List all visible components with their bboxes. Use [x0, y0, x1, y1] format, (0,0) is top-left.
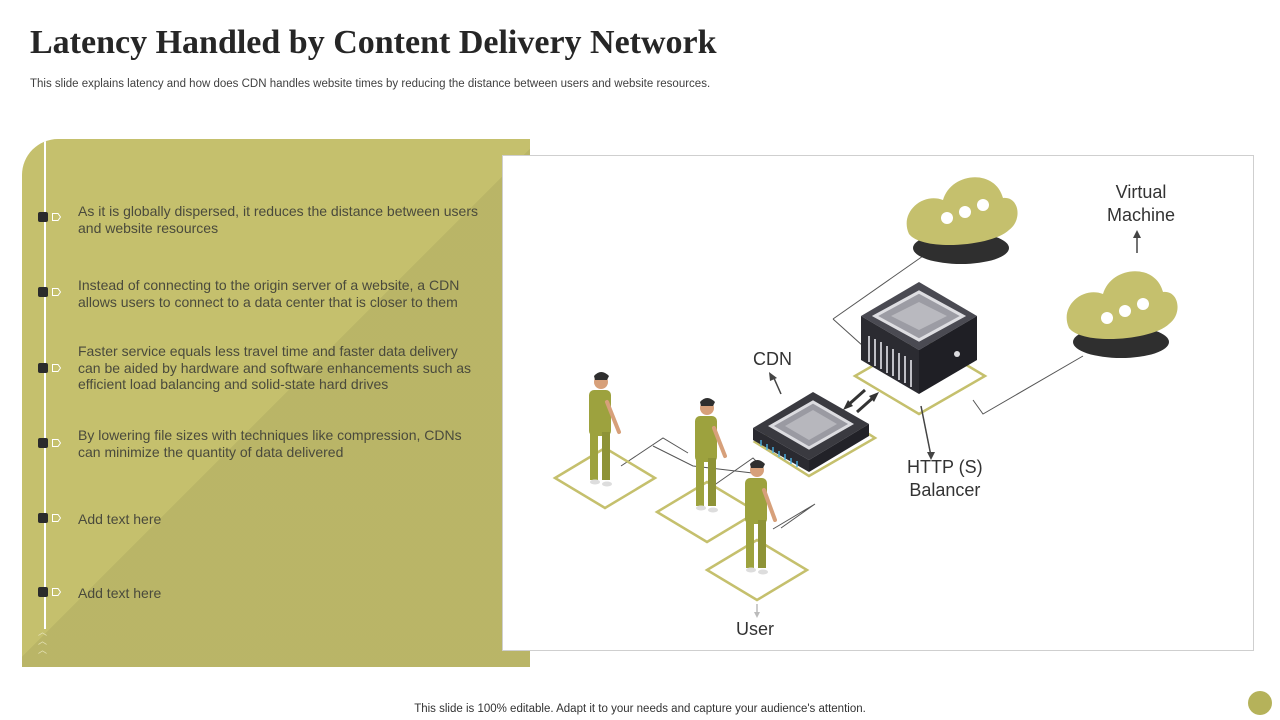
slide-subtitle: This slide explains latency and how does… [30, 78, 711, 90]
panel-timeline-line [44, 139, 46, 629]
corner-dot-icon [1248, 691, 1272, 715]
tag-icon [52, 588, 61, 596]
info-panel: ︿ ︿ ︿ As it is globally dispersed, it re… [22, 139, 530, 667]
cdn-label: CDN [753, 349, 792, 369]
bullet-square-icon [38, 363, 48, 373]
cdn-diagram: CDN HTTP (S) Balancer Virtual Machine Us… [502, 155, 1254, 651]
chevron-up-icon: ︿ [38, 637, 48, 647]
tag-icon [52, 514, 61, 522]
person-icon [745, 460, 777, 575]
person-icon [695, 398, 727, 513]
server-icon [861, 282, 977, 394]
list-item-text: Add text here [78, 585, 162, 601]
bullet-square-icon [38, 587, 48, 597]
list-item-text: As it is globally dispersed, it reduces … [78, 203, 478, 236]
chevron-up-icon: ︿ [38, 628, 48, 638]
balancer-label: HTTP (S) Balancer [907, 457, 983, 500]
bullet-square-icon [38, 438, 48, 448]
bullet-square-icon [38, 287, 48, 297]
tag-icon [52, 213, 61, 221]
user-label: User [736, 619, 775, 639]
bullet-square-icon [38, 212, 48, 222]
list-item-text: Faster service equals less travel time a… [78, 343, 472, 392]
tag-icon [52, 439, 61, 447]
label-arrows [754, 230, 1141, 618]
cloud-icon [906, 177, 1018, 264]
cdn-chip-icon [753, 392, 869, 472]
list-item-text: By lowering file sizes with techniques l… [78, 427, 462, 460]
bullet-square-icon [38, 513, 48, 523]
list-item-text: Instead of connecting to the origin serv… [78, 277, 460, 310]
virtual-machine-label: Virtual Machine [1107, 182, 1176, 225]
arrow-icon [846, 388, 876, 414]
list-item-text: Add text here [78, 511, 162, 527]
slide-footer: This slide is 100% editable. Adapt it to… [414, 703, 866, 715]
diagram-illustration [552, 177, 1178, 618]
chevron-up-icon: ︿ [38, 646, 48, 656]
panel-shade [22, 139, 530, 667]
slide-title: Latency Handled by Content Delivery Netw… [30, 24, 717, 61]
tag-icon [52, 288, 61, 296]
person-icon [589, 372, 621, 487]
connector-lines [620, 255, 1084, 530]
cloud-icon [1066, 271, 1178, 358]
tag-icon [52, 364, 61, 372]
